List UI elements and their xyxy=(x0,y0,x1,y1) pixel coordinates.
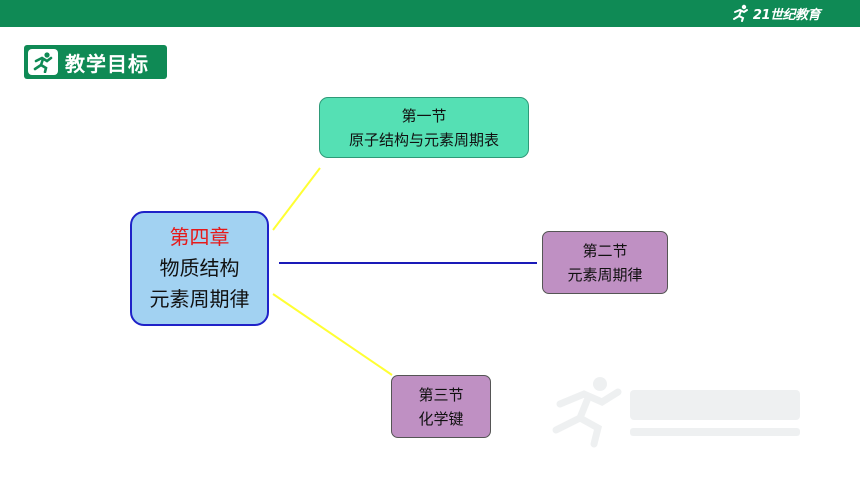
connector-section-3 xyxy=(272,293,393,376)
section-title: 元素周期律 xyxy=(567,265,643,284)
section-node-3: 第三节 化学键 xyxy=(391,375,491,438)
watermark-logo-icon xyxy=(540,370,820,454)
connector-section-1 xyxy=(272,167,321,231)
section-node-2: 第二节 元素周期律 xyxy=(542,231,668,294)
section-title: 化学键 xyxy=(418,409,464,428)
chapter-node: 第四章 物质结构 元素周期律 xyxy=(130,211,269,326)
chapter-number: 第四章 xyxy=(169,225,230,249)
section-node-1: 第一节 原子结构与元素周期表 xyxy=(319,97,529,158)
runner-badge-icon xyxy=(28,49,58,75)
runner-logo-icon xyxy=(731,4,751,22)
section-number: 第一节 xyxy=(401,106,447,125)
brand-text: 21世纪教育 xyxy=(752,7,821,23)
brand-logo: 21世纪教育 xyxy=(731,2,821,24)
chapter-title-line-2: 元素周期律 xyxy=(149,287,250,311)
top-bar: 21世纪教育 xyxy=(0,0,860,27)
section-title: 原子结构与元素周期表 xyxy=(348,130,499,149)
section-number: 第三节 xyxy=(418,385,464,404)
section-number: 第二节 xyxy=(582,241,628,260)
section-header-badge: 教学目标 xyxy=(24,45,167,79)
chapter-title-line-1: 物质结构 xyxy=(159,256,240,280)
page-title: 教学目标 xyxy=(65,51,149,76)
